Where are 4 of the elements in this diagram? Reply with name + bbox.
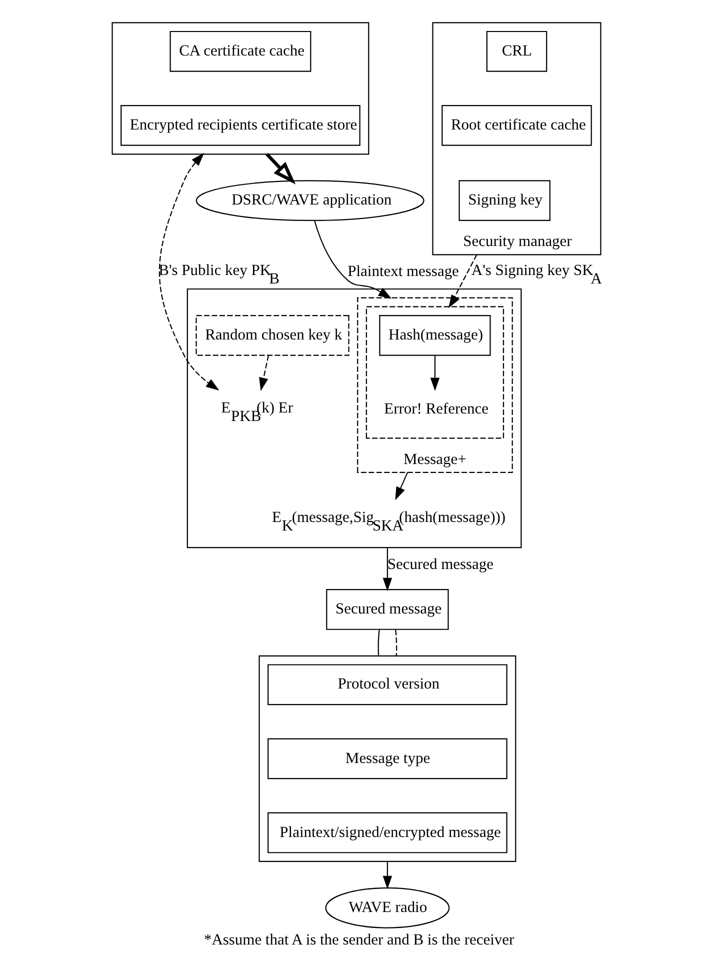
edge-label: Plaintext message	[347, 262, 458, 280]
edge-label: Secured message	[386, 555, 494, 572]
node-text: Error! Reference	[384, 400, 488, 418]
caption: *Assume that A is the sender and B is the receiver	[203, 931, 514, 948]
